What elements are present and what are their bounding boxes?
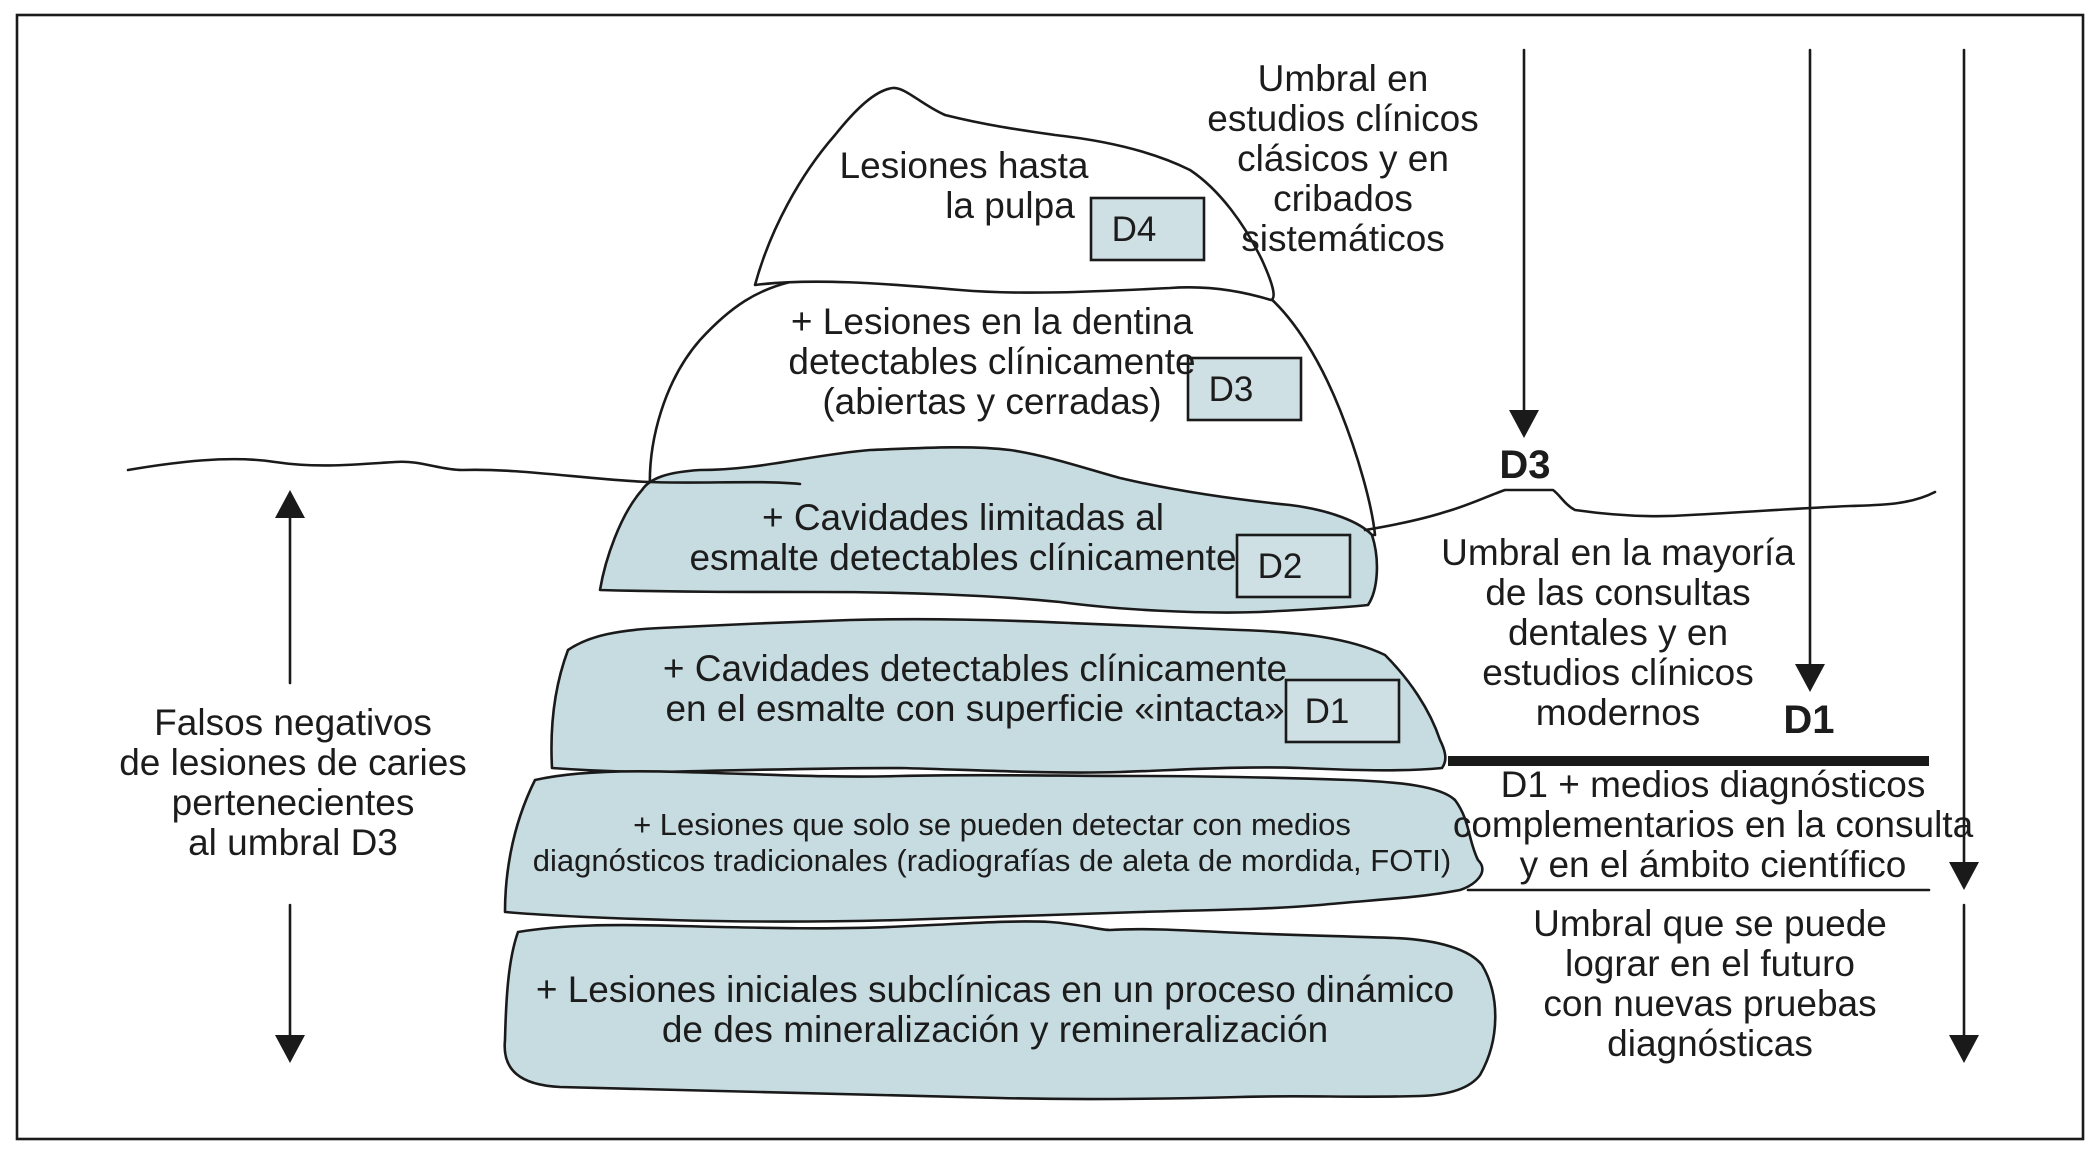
level-d2-shape: [598, 445, 1379, 614]
threshold-d3-mark: D3: [1499, 443, 1550, 487]
level-d3-text: + Lesiones en la dentina detectables clí…: [788, 301, 1195, 422]
arrow-down-future-icon: [1949, 1035, 1979, 1063]
classic-line-3: clásicos y en: [1237, 138, 1449, 179]
level-subclinical-line-1: + Lesiones iniciales subclínicas en un p…: [536, 969, 1454, 1010]
threshold-future-arrow: [1949, 903, 1979, 1063]
level-d2-text: + Cavidades limitadas al esmalte detecta…: [689, 497, 1236, 578]
level-d4-line-2: la pulpa: [945, 185, 1075, 226]
arrow-down-d1-icon: [1795, 664, 1825, 692]
level-d3-line-2: detectables clínicamente: [788, 341, 1195, 382]
complementary-line-2: complementarios en la consulta: [1453, 804, 1974, 845]
threshold-classic-text: Umbral en estudios clínicos clásicos y e…: [1207, 58, 1478, 259]
future-line-4: diagnósticas: [1607, 1023, 1813, 1064]
level-d1-line-1: + Cavidades detectables clínicamente: [663, 648, 1287, 689]
false-negatives-line-1: Falsos negativos: [154, 702, 432, 743]
classic-line-1: Umbral en: [1258, 58, 1429, 99]
level-traditional-line-2: diagnósticos tradicionales (radiografías…: [533, 843, 1451, 878]
tag-d3: D3: [1186, 356, 1303, 422]
threshold-complementary-text: D1 + medios diagnósticos complementarios…: [1453, 764, 1974, 885]
arrow-down-d3-icon: [1509, 410, 1539, 438]
classic-line-4: cribados: [1273, 178, 1413, 219]
threshold-d1-arrow: [1795, 48, 1825, 692]
tag-d4: D4: [1089, 196, 1206, 262]
future-line-3: con nuevas pruebas: [1543, 983, 1876, 1024]
level-d4-text: Lesiones hasta la pulpa: [840, 145, 1089, 226]
arrow-down-complementary-icon: [1949, 862, 1979, 890]
threshold-majority-text: Umbral en la mayoría de las consultas de…: [1441, 532, 1795, 733]
level-subclinical-text: + Lesiones iniciales subclínicas en un p…: [536, 969, 1454, 1050]
level-d1-line-2: en el esmalte con superficie «intacta»: [665, 688, 1284, 729]
level-traditional-text: + Lesiones que solo se pueden detectar c…: [533, 807, 1451, 878]
level-d2-line-2: esmalte detectables clínicamente: [689, 537, 1236, 578]
classic-line-2: estudios clínicos: [1207, 98, 1478, 139]
tag-d4-label: D4: [1112, 210, 1157, 249]
tag-d2: D2: [1235, 533, 1352, 599]
level-subclinical-shape: [503, 920, 1497, 1101]
false-negatives-label: Falsos negativos de lesiones de caries p…: [119, 702, 467, 863]
level-traditional-line-1: + Lesiones que solo se pueden detectar c…: [633, 807, 1351, 842]
majority-line-2: de las consultas: [1485, 572, 1750, 613]
threshold-d1-mark: D1: [1783, 698, 1834, 742]
tag-d1-label: D1: [1305, 692, 1350, 731]
majority-line-4: estudios clínicos: [1482, 652, 1753, 693]
complementary-line-1: D1 + medios diagnósticos: [1501, 764, 1926, 805]
threshold-complementary-arrow: [1949, 48, 1979, 890]
level-d2-line-1: + Cavidades limitadas al: [762, 497, 1164, 538]
false-negatives-arrow: [275, 490, 305, 1063]
tag-d3-label: D3: [1209, 370, 1254, 409]
majority-line-3: dentales y en: [1508, 612, 1728, 653]
threshold-d3-arrow: [1509, 48, 1539, 438]
majority-line-1: Umbral en la mayoría: [1441, 532, 1795, 573]
false-negatives-line-3: pertenecientes: [172, 782, 415, 823]
false-negatives-line-2: de lesiones de caries: [119, 742, 467, 783]
level-d1-text: + Cavidades detectables clínicamente en …: [663, 648, 1287, 729]
level-subclinical-line-2: de des mineralización y remineralización: [662, 1009, 1328, 1050]
classic-line-5: sistemáticos: [1241, 218, 1445, 259]
level-d4-line-1: Lesiones hasta: [840, 145, 1089, 186]
level-d3-line-1: + Lesiones en la dentina: [791, 301, 1194, 342]
future-line-1: Umbral que se puede: [1533, 903, 1887, 944]
arrow-up-head-icon: [275, 490, 305, 518]
level-d3-line-3: (abiertas y cerradas): [822, 381, 1161, 422]
future-line-2: lograr en el futuro: [1565, 943, 1855, 984]
tag-d1: D1: [1284, 678, 1401, 744]
threshold-future-text: Umbral que se puede lograr en el futuro …: [1533, 903, 1887, 1064]
tag-d2-label: D2: [1258, 547, 1303, 586]
threshold-d1-line: [1448, 756, 1929, 766]
frame-border: [15, 13, 2085, 1141]
arrow-down-head-icon: [275, 1035, 305, 1063]
majority-line-5: modernos: [1536, 692, 1701, 733]
complementary-line-3: y en el ámbito científico: [1520, 844, 1907, 885]
water-line: [126, 457, 1937, 532]
level-traditional-shape: [503, 769, 1484, 923]
false-negatives-line-4: al umbral D3: [188, 822, 398, 863]
level-d1-shape: [550, 617, 1447, 774]
